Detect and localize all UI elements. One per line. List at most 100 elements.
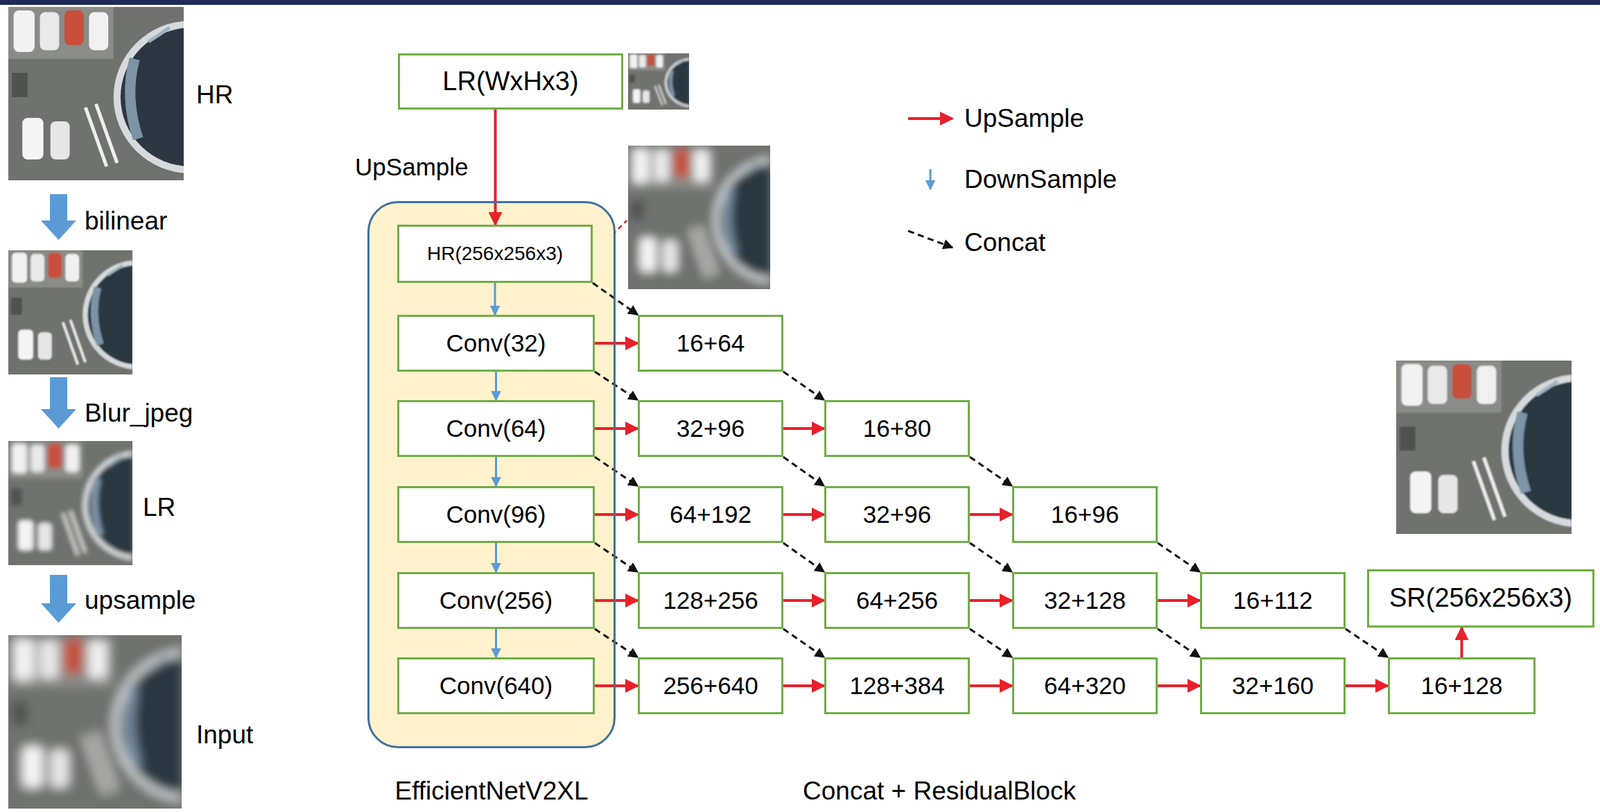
- decoder-box: 16+80: [824, 400, 970, 457]
- text-label: upsample: [84, 585, 196, 616]
- concat-arrow: [1345, 628, 1388, 658]
- downsample-arrow: [494, 456, 498, 486]
- concat-arrow: [969, 628, 1013, 658]
- upsample-arrow: [1157, 598, 1200, 602]
- decoder-box: 16+112: [1200, 571, 1346, 629]
- box-label: LR(WxHx3): [442, 66, 579, 98]
- decoder-box: 32+96: [824, 485, 970, 543]
- decoder-box: 16+64: [637, 314, 784, 372]
- upsample-arrow: [594, 512, 638, 516]
- box-label: Conv(640): [439, 671, 553, 700]
- legend-label: Concat: [964, 228, 1046, 258]
- concat-arrow: [969, 456, 1013, 486]
- box-label: Conv(256): [439, 586, 553, 615]
- box-label: SR(256x256x3): [1389, 583, 1573, 614]
- text-label: HR: [196, 80, 233, 111]
- box-label: Conv(96): [446, 500, 547, 529]
- concat-arrow: [594, 371, 638, 400]
- edge-label: UpSample: [352, 153, 471, 181]
- upsample-arrow: [1345, 684, 1388, 688]
- upsample-arrow: [783, 598, 825, 602]
- box-label: 32+96: [676, 414, 745, 443]
- legend-sample: [908, 118, 953, 248]
- encoder-box: HR(256x256x3): [397, 224, 593, 283]
- upsample-arrow: [594, 341, 638, 345]
- downsample-arrow: [494, 282, 497, 315]
- concat-arrow: [783, 456, 825, 486]
- upsample-arrow: [594, 427, 638, 430]
- text-label: Concat + ResidualBlock: [802, 776, 1076, 807]
- decoder-box: 128+384: [824, 657, 970, 715]
- decoder-box: 128+256: [637, 571, 784, 629]
- upsample-arrow: [494, 109, 498, 225]
- box-label: 16+96: [1050, 500, 1119, 529]
- text-label: LR: [142, 492, 176, 523]
- upsample-arrow: [594, 598, 638, 602]
- box-label: 16+64: [676, 329, 745, 358]
- upsample-arrow: [969, 512, 1013, 516]
- box-label: 16+128: [1421, 671, 1503, 700]
- upsample-arrow: [783, 512, 825, 516]
- concat-arrow: [1157, 542, 1200, 572]
- box-label: 64+192: [669, 500, 752, 529]
- box-label: HR(256x256x3): [427, 242, 563, 265]
- downsample-arrow: [494, 628, 498, 658]
- concat-arrow: [783, 371, 825, 400]
- aerial-image: [8, 6, 1600, 809]
- encoder-box: Conv(256): [397, 571, 595, 629]
- box-label: Conv(64): [446, 414, 547, 443]
- concat-arrow: [969, 542, 1013, 572]
- text-label: Input: [196, 720, 254, 751]
- box-label: 16+112: [1232, 586, 1313, 615]
- box-label: 32+160: [1231, 671, 1314, 700]
- box-label: 32+128: [1044, 586, 1126, 615]
- input-box: LR(WxHx3): [397, 53, 624, 110]
- concat-arrow: [783, 628, 825, 658]
- concat-arrow: [594, 542, 638, 572]
- process-arrow: [40, 194, 77, 623]
- box-label: 32+96: [863, 500, 932, 529]
- decoder-box: 256+640: [637, 657, 784, 715]
- decoder-box: 32+96: [637, 400, 784, 457]
- concat-arrow: [783, 542, 825, 572]
- downsample-arrow: [494, 542, 498, 572]
- box-label: 64+320: [1044, 671, 1126, 700]
- panel-title: EfficientNetV2XL: [394, 776, 588, 807]
- decoder-box: 16+96: [1012, 485, 1158, 543]
- encoder-panel: EfficientNetV2XLHR(256x256x3)Conv(32)Con…: [367, 201, 616, 749]
- upsample-arrow: [1460, 627, 1464, 658]
- decoder-box: 32+128: [1012, 571, 1158, 629]
- legend-label: UpSample: [964, 103, 1085, 134]
- text-label: Blur_jpeg: [84, 398, 193, 429]
- decoder-box: 32+160: [1200, 657, 1346, 715]
- box-label: 128+384: [849, 671, 945, 700]
- decoder-box: 16+128: [1387, 657, 1536, 715]
- box-label: 256+640: [662, 671, 758, 700]
- encoder-box: Conv(640): [397, 657, 595, 715]
- decoder-box: 64+256: [824, 571, 970, 629]
- decoder-box: 64+320: [1012, 657, 1158, 715]
- concat-arrow: [1157, 628, 1200, 658]
- upsample-arrow: [969, 684, 1013, 688]
- upsample-arrow: [1157, 684, 1200, 688]
- box-label: 64+256: [856, 586, 938, 615]
- encoder-box: Conv(32): [397, 314, 595, 372]
- upsample-arrow: [783, 427, 825, 430]
- box-label: 16+80: [863, 414, 932, 443]
- decoder-box: 64+192: [637, 485, 784, 543]
- box-label: Conv(32): [446, 329, 547, 358]
- output-box: SR(256x256x3): [1367, 569, 1595, 628]
- concat-arrow: [594, 628, 638, 658]
- downsample-arrow: [494, 371, 498, 400]
- encoder-box: Conv(96): [397, 485, 595, 543]
- legend-label: DownSample: [964, 164, 1117, 195]
- header-bar: [0, 0, 1600, 5]
- box-label: 128+256: [662, 586, 758, 615]
- concat-arrow: [594, 456, 638, 486]
- text-label: bilinear: [84, 206, 168, 237]
- upsample-arrow: [969, 598, 1013, 602]
- upsample-arrow: [594, 684, 638, 688]
- encoder-box: Conv(64): [397, 400, 595, 457]
